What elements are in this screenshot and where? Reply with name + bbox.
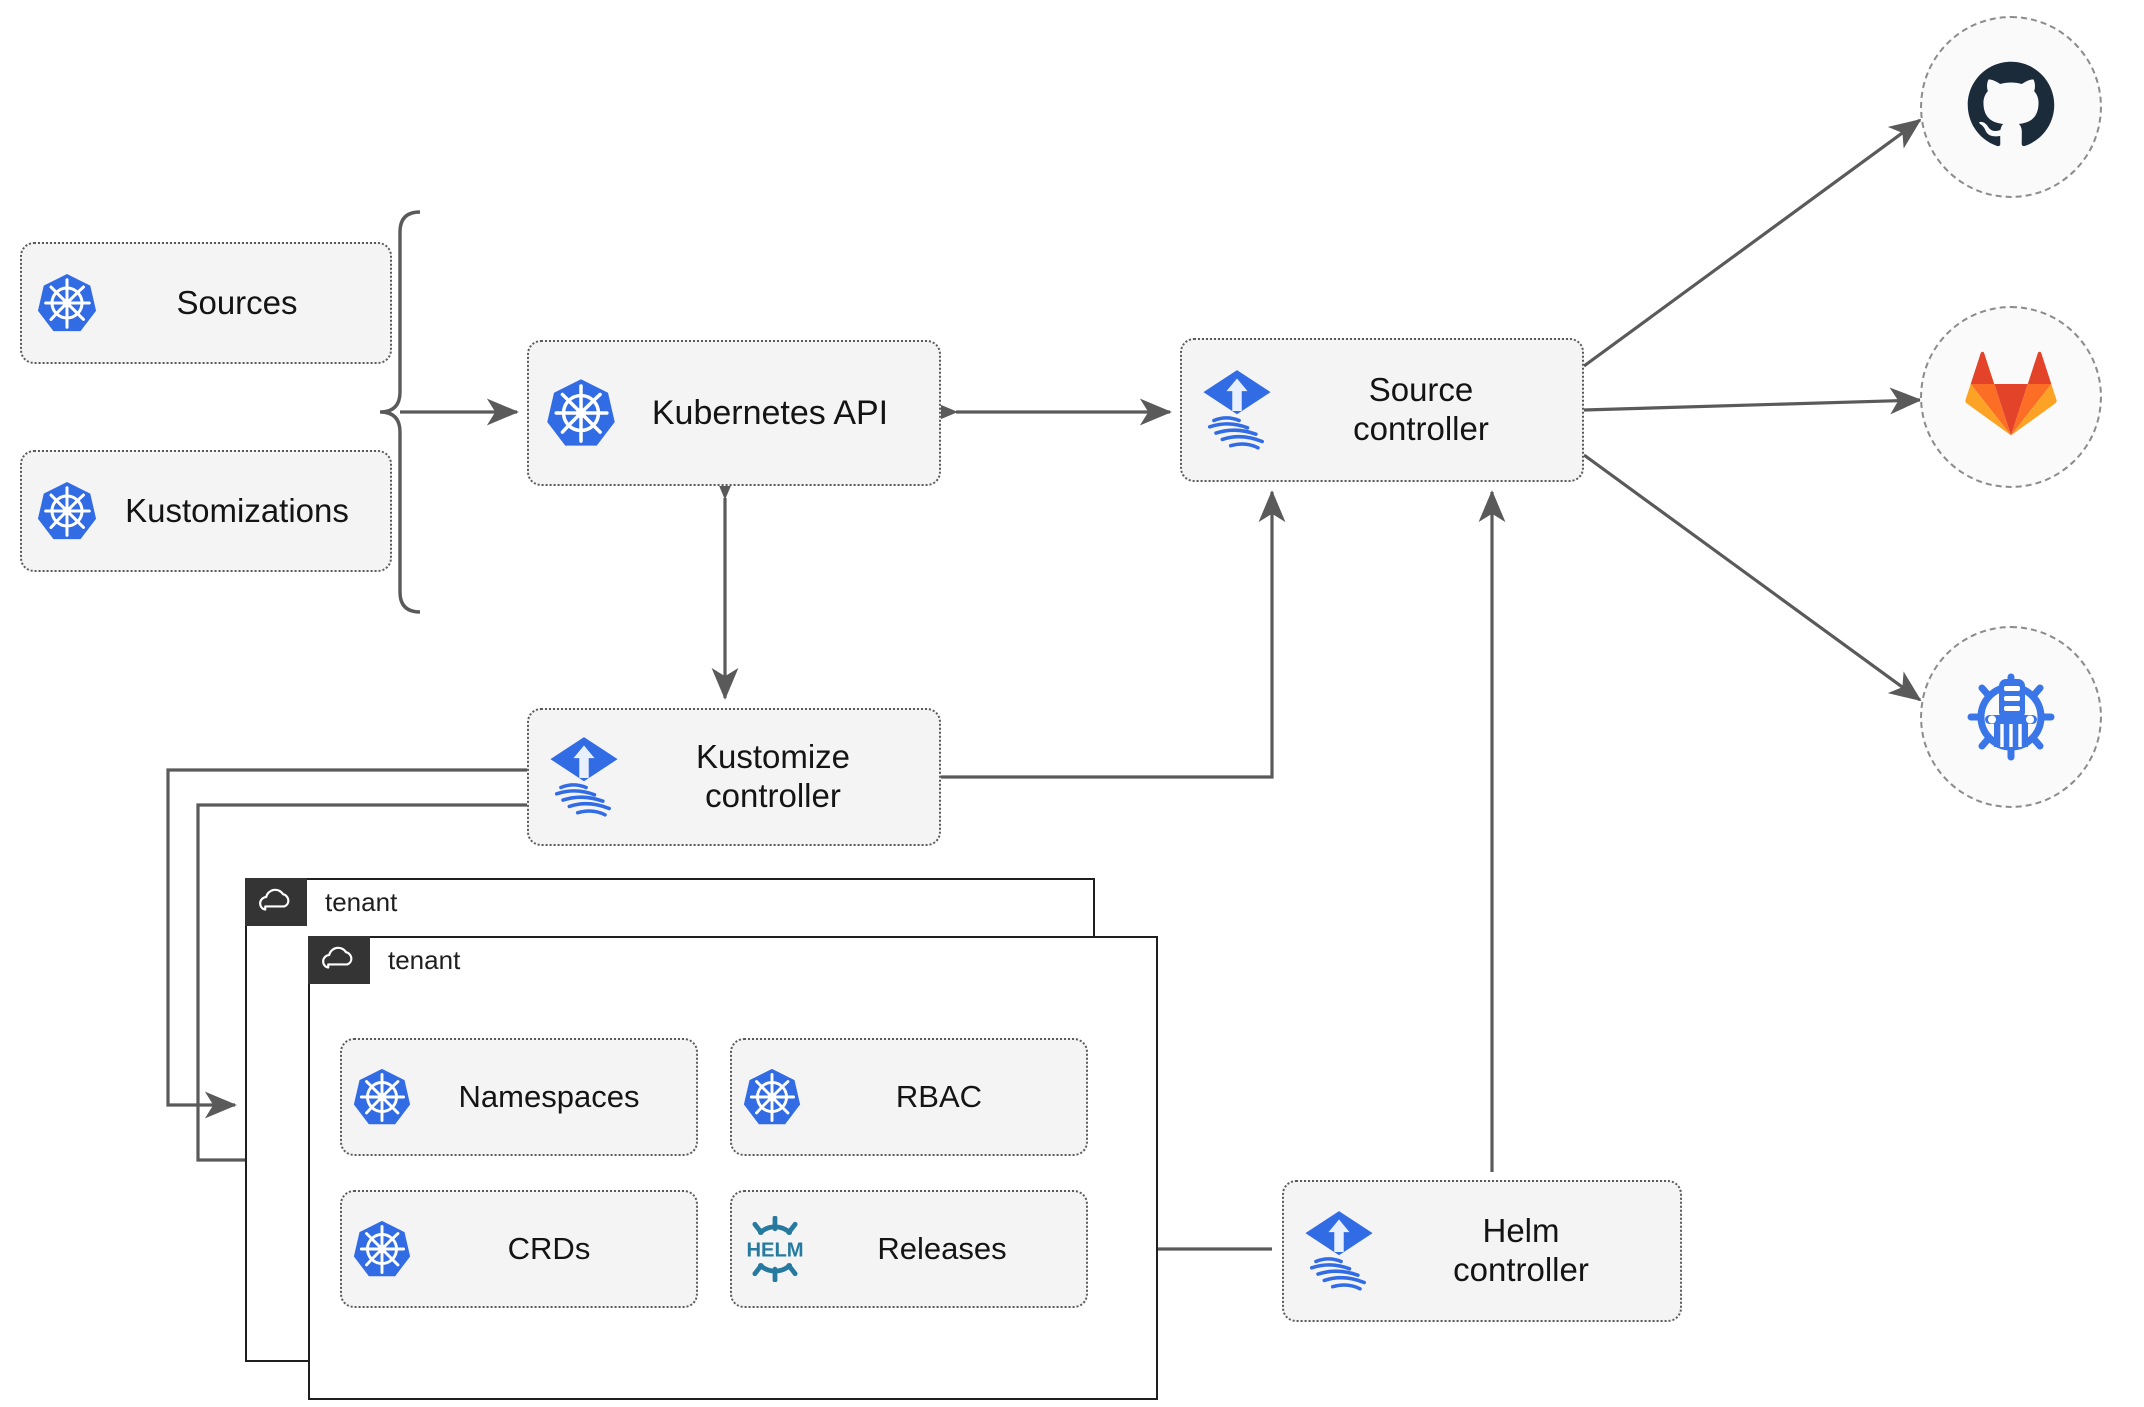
github-icon bbox=[1964, 58, 2058, 157]
node-kubernetes-api[interactable]: Kubernetes API bbox=[527, 340, 941, 486]
node-source-controller-label: Source controller bbox=[1353, 371, 1489, 447]
tile-namespaces[interactable]: Namespaces bbox=[340, 1038, 698, 1156]
node-kustomize-controller-label: Kustomize controller bbox=[695, 738, 851, 814]
tile-rbac[interactable]: RBAC bbox=[730, 1038, 1088, 1156]
connector-srcctl-helmrepo bbox=[1583, 453, 1922, 702]
node-sources-label: Sources bbox=[176, 283, 298, 321]
cloud-icon bbox=[245, 878, 307, 926]
connector-srcctl-gitlab bbox=[1583, 387, 1922, 415]
kubernetes-icon bbox=[742, 1067, 802, 1127]
flux-icon bbox=[1300, 1209, 1378, 1293]
external-source-gitlab[interactable] bbox=[1920, 306, 2102, 488]
node-kustomize-controller[interactable]: Kustomize controller bbox=[527, 708, 941, 846]
kubernetes-icon bbox=[36, 480, 98, 542]
tenant-container-inner[interactable]: tenant bbox=[308, 936, 1158, 1400]
node-sources[interactable]: Sources bbox=[20, 242, 392, 364]
external-source-github[interactable] bbox=[1920, 16, 2102, 198]
node-helm-controller[interactable]: Helm controller bbox=[1282, 1180, 1682, 1322]
connector-srcctl-github bbox=[1583, 118, 1922, 368]
tile-crds-label: CRDs bbox=[507, 1231, 591, 1266]
node-helm-controller-label: Helm controller bbox=[1453, 1212, 1589, 1288]
tile-crds[interactable]: CRDs bbox=[340, 1190, 698, 1308]
helm-icon bbox=[742, 1216, 808, 1282]
tenant-header: tenant bbox=[245, 878, 397, 926]
flux-icon bbox=[1198, 368, 1276, 452]
tile-releases[interactable]: Releases bbox=[730, 1190, 1088, 1308]
tile-releases-label: Releases bbox=[877, 1231, 1007, 1266]
kubernetes-icon bbox=[352, 1219, 412, 1279]
node-kustomizations-label: Kustomizations bbox=[125, 491, 349, 529]
connector-kustctl-srcctl bbox=[941, 490, 1286, 779]
node-source-controller[interactable]: Source controller bbox=[1180, 338, 1584, 482]
tile-namespaces-label: Namespaces bbox=[458, 1079, 640, 1114]
cloud-icon bbox=[308, 936, 370, 984]
node-kustomizations[interactable]: Kustomizations bbox=[20, 450, 392, 572]
gitlab-icon bbox=[1963, 347, 2059, 448]
kubernetes-icon bbox=[545, 377, 617, 449]
node-kubernetes-api-label: Kubernetes API bbox=[651, 393, 889, 432]
tenant-label: tenant bbox=[388, 944, 461, 975]
external-source-helm-repository[interactable] bbox=[1920, 626, 2102, 808]
kubernetes-icon bbox=[36, 272, 98, 334]
tenant-label: tenant bbox=[325, 886, 398, 917]
kubernetes-icon bbox=[352, 1067, 412, 1127]
helm-repository-icon bbox=[1961, 665, 2061, 770]
flux-icon bbox=[545, 735, 623, 819]
tenant-header: tenant bbox=[308, 936, 460, 984]
tile-rbac-label: RBAC bbox=[895, 1079, 983, 1114]
